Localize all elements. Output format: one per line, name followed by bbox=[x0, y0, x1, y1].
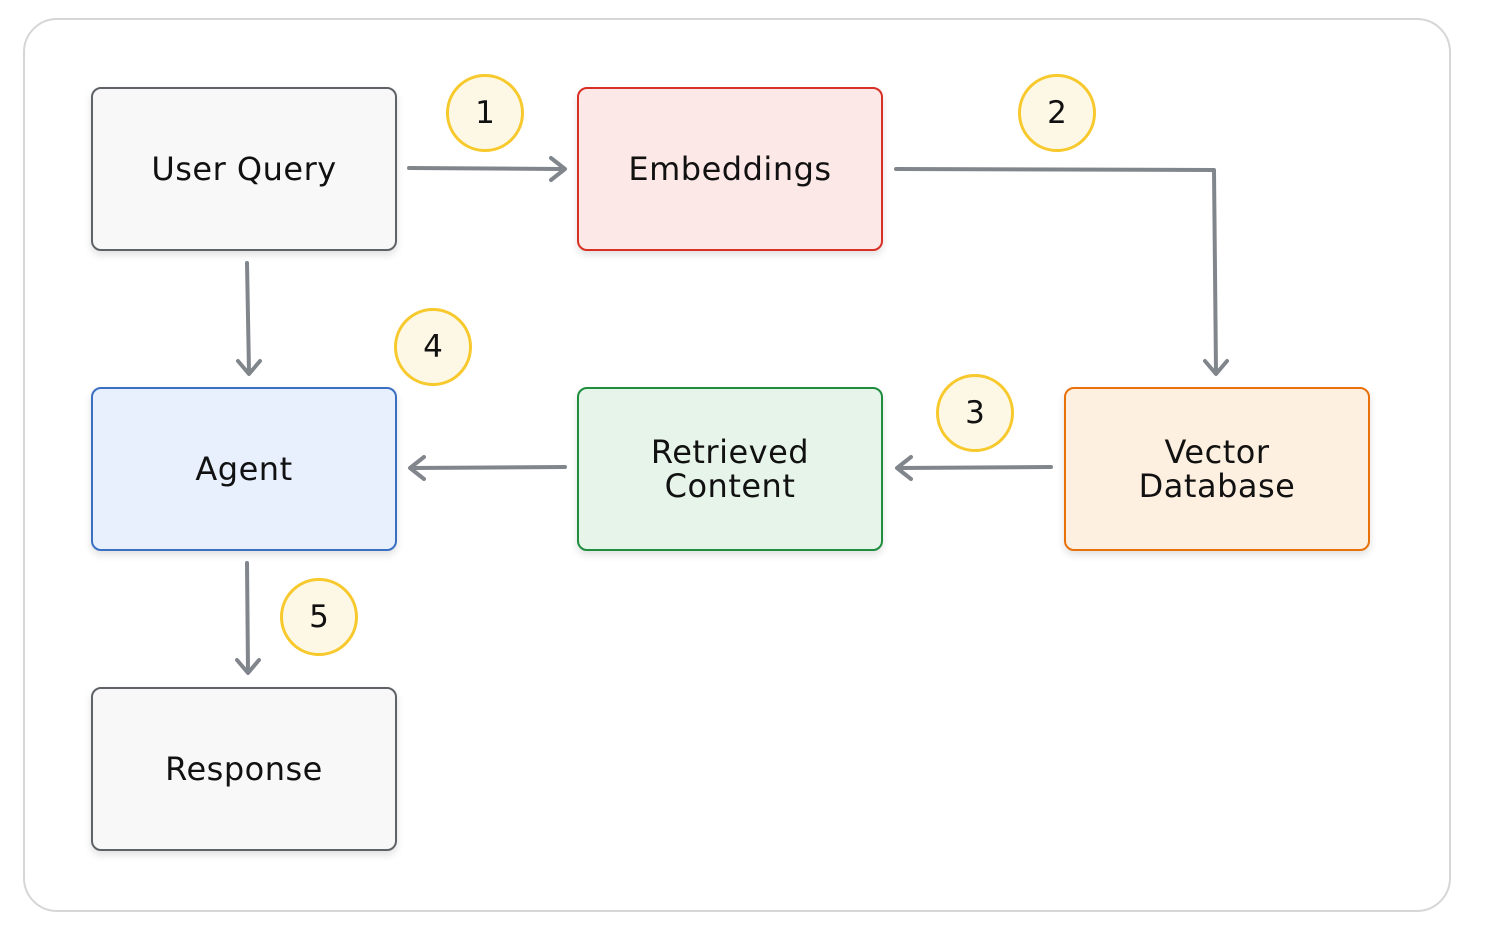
arrow-head-query-to-agent bbox=[236, 359, 262, 376]
arrow-head-retrieved-to-agent bbox=[408, 455, 426, 481]
arrow-head-query-to-embeddings bbox=[549, 156, 567, 182]
node-vector-database-label: Vector Database bbox=[1138, 433, 1296, 505]
step-badge-2-label: 2 bbox=[1047, 95, 1067, 131]
arrow-head-embeddings-to-vector-db bbox=[1203, 359, 1229, 376]
step-badge-3-label: 3 bbox=[965, 395, 985, 431]
node-agent-label: Agent bbox=[195, 450, 293, 488]
node-embeddings: Embeddings bbox=[577, 87, 883, 251]
step-badge-2: 2 bbox=[1018, 74, 1096, 152]
step-badge-4: 4 bbox=[394, 308, 472, 386]
step-badge-4-label: 4 bbox=[423, 329, 443, 365]
node-vector-database: Vector Database bbox=[1064, 387, 1370, 551]
node-response: Response bbox=[91, 687, 397, 851]
arrow-embeddings-to-vector-db bbox=[894, 167, 1218, 374]
node-retrieved-content-label: Retrieved Content bbox=[650, 433, 810, 505]
node-agent: Agent bbox=[91, 387, 397, 551]
step-badge-1-label: 1 bbox=[475, 95, 495, 131]
node-response-label: Response bbox=[165, 750, 323, 788]
arrow-retrieved-to-agent bbox=[410, 465, 567, 470]
node-embeddings-label: Embeddings bbox=[628, 150, 832, 188]
arrow-query-to-agent bbox=[245, 261, 251, 374]
arrow-vector-db-to-retrieved bbox=[897, 465, 1053, 470]
node-user-query-label: User Query bbox=[151, 150, 337, 188]
step-badge-5: 5 bbox=[280, 578, 358, 656]
arrow-head-agent-to-response bbox=[235, 658, 261, 675]
node-retrieved-content: Retrieved Content bbox=[577, 387, 883, 551]
step-badge-3: 3 bbox=[936, 374, 1014, 452]
arrow-agent-to-response bbox=[245, 561, 250, 673]
node-user-query: User Query bbox=[91, 87, 397, 251]
step-badge-5-label: 5 bbox=[309, 599, 329, 635]
arrow-query-to-embeddings bbox=[407, 166, 565, 171]
arrow-head-vector-db-to-retrieved bbox=[895, 455, 913, 481]
step-badge-1: 1 bbox=[446, 74, 524, 152]
